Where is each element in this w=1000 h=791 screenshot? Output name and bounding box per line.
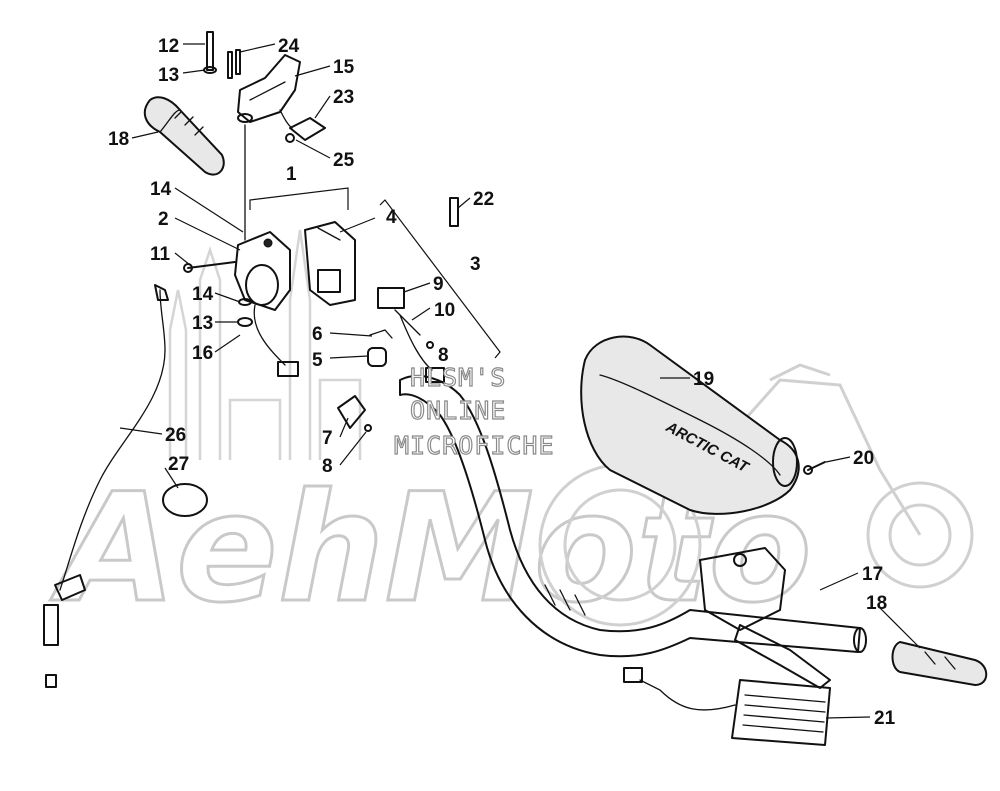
clip-6 [369, 329, 393, 339]
callout-3: 3 [470, 254, 481, 275]
callout-22: 22 [473, 189, 494, 210]
watermark-line-3: MICROFICHE [394, 431, 555, 460]
callout-24: 24 [278, 36, 300, 57]
grip-right [891, 640, 988, 687]
callout-12: 12 [158, 36, 179, 57]
callout-21: 21 [874, 708, 896, 729]
connector-23 [279, 109, 326, 141]
switch-9 [377, 287, 445, 383]
callout-9: 9 [433, 274, 444, 295]
switch-housing-left [234, 231, 291, 311]
callout-16: 16 [192, 343, 213, 364]
screw-8-lower [364, 424, 372, 432]
screw-12 [203, 31, 217, 74]
pin-24 [227, 49, 241, 79]
switch-housing-right [304, 221, 356, 306]
callout-2: 2 [158, 209, 169, 230]
callout-19: 19 [693, 369, 714, 390]
callout-5: 5 [312, 350, 323, 371]
callout-13-top: 13 [158, 65, 179, 86]
callout-7: 7 [322, 428, 333, 449]
sleeve-5 [367, 347, 387, 367]
throttle-bracket [237, 54, 301, 123]
callout-1: 1 [286, 164, 297, 185]
skyline-watermark-icon [168, 229, 362, 460]
wire-harness-left [253, 304, 299, 377]
screw-8-upper [426, 341, 434, 349]
callout-25: 25 [333, 150, 355, 171]
callout-18-right: 18 [866, 593, 887, 614]
nut-25 [285, 133, 295, 143]
handlebar [399, 375, 867, 658]
callout-14-lower: 14 [192, 284, 214, 305]
clamp-27 [162, 483, 208, 517]
callout-6: 6 [312, 324, 323, 345]
watermark-line-2: ONLINE [410, 396, 506, 425]
callout-11: 11 [150, 244, 171, 265]
callout-10: 10 [434, 300, 455, 321]
watermark-line-1: HLSM'S [410, 363, 506, 392]
screw-20 [803, 461, 826, 475]
callout-4: 4 [386, 207, 397, 228]
grip-upper-left [143, 96, 225, 176]
callout-17: 17 [862, 564, 883, 585]
callout-18-top: 18 [108, 129, 129, 150]
group-1-bracket [249, 187, 349, 210]
handlebar-pad: ARCTIC CAT [580, 335, 800, 515]
callout-8-upper: 8 [438, 345, 449, 366]
callout-27: 27 [168, 454, 189, 475]
callout-23: 23 [333, 87, 354, 108]
callout-13-lower: 13 [192, 313, 213, 334]
callout-20: 20 [853, 448, 874, 469]
washers-13-14 [237, 298, 253, 327]
motorcycle-watermark-icon [538, 363, 974, 627]
callout-15: 15 [333, 57, 355, 78]
callout-26: 26 [165, 425, 186, 446]
pin-22 [449, 197, 459, 227]
microfiche-watermark: HLSM'S ONLINE MICROFICHE [393, 362, 555, 460]
grip-heater [623, 667, 831, 746]
throttle-cable [43, 284, 169, 688]
screw-11 [183, 261, 236, 273]
group-3-bracket [379, 199, 501, 359]
callout-labels: 12 13 24 15 23 25 18 1 14 2 11 14 13 16 … [108, 36, 896, 729]
callout-14-top: 14 [150, 179, 172, 200]
leader-lines [119, 43, 921, 719]
callout-8-lower: 8 [322, 456, 333, 477]
